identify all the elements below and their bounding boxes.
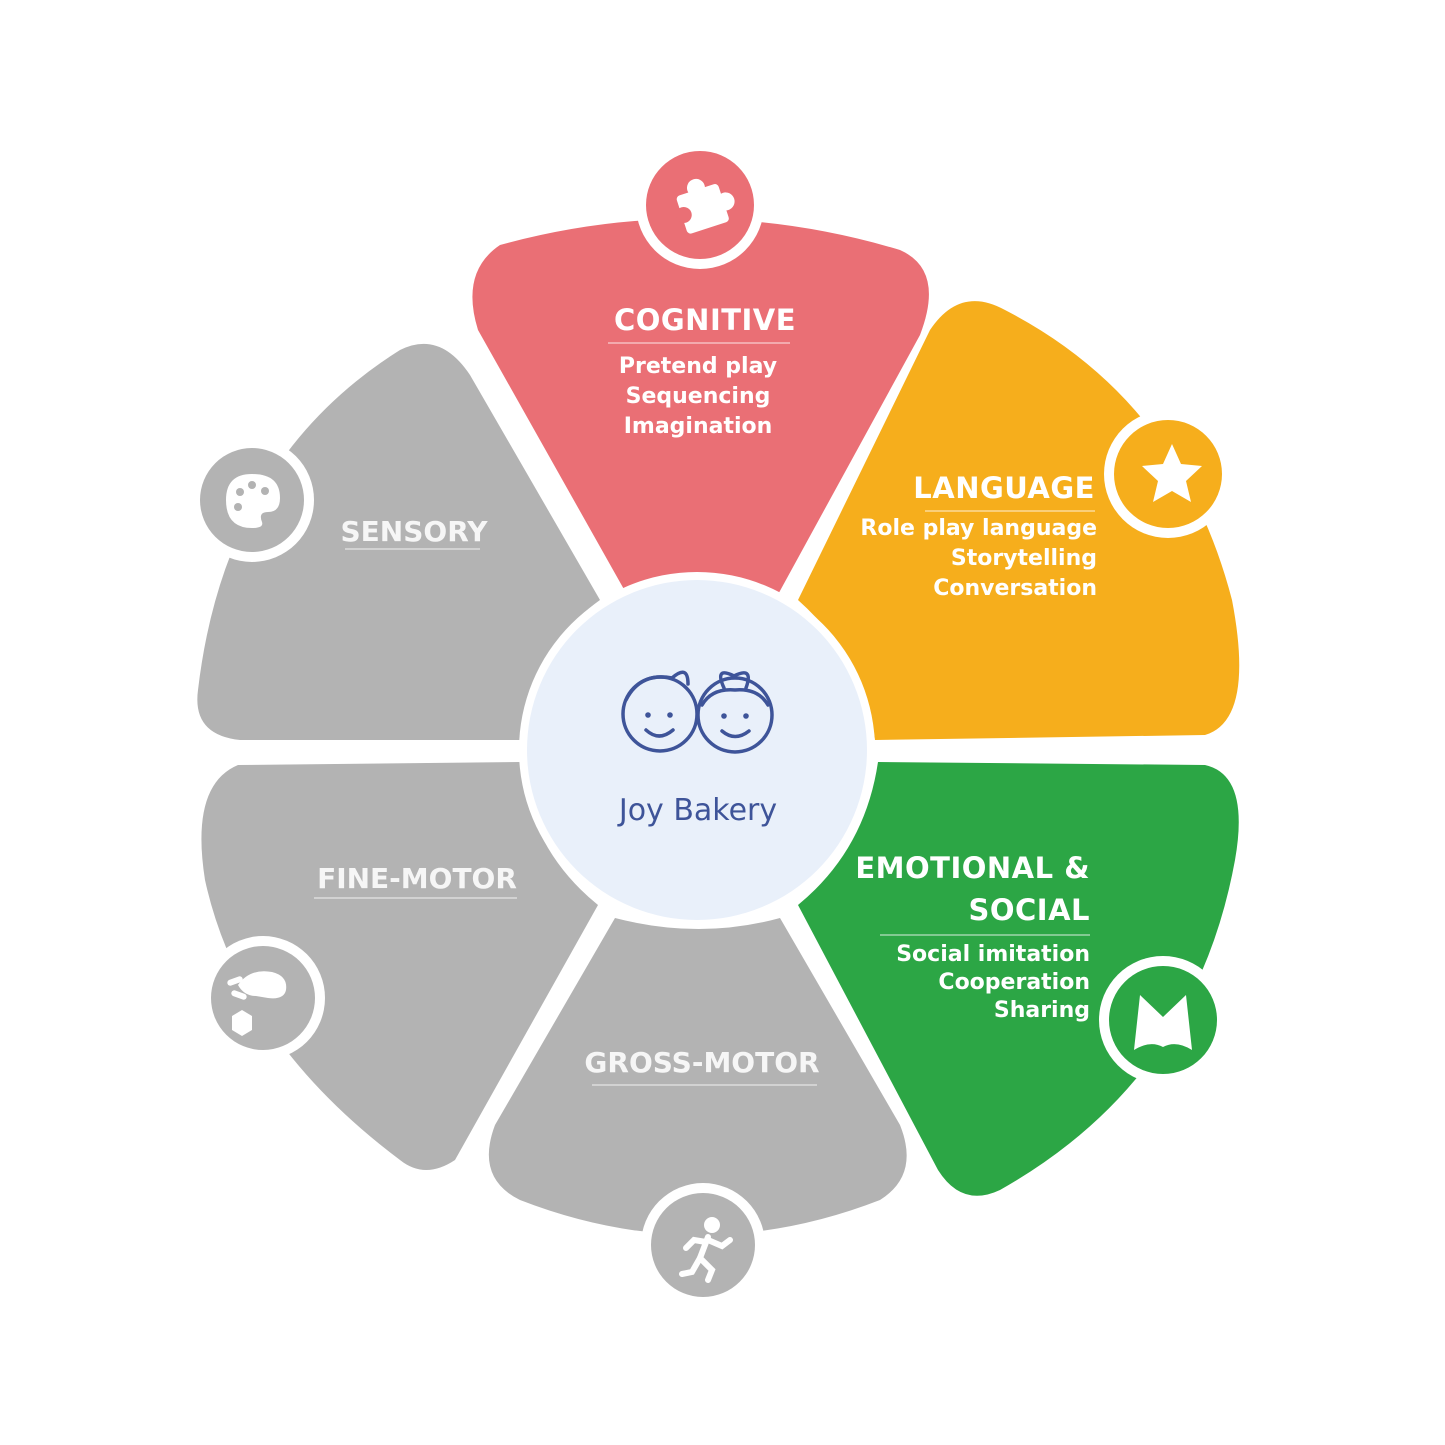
gross-motor-petal [488, 918, 907, 1235]
language-title: LANGUAGE [913, 471, 1095, 505]
cognitive-petal [472, 218, 929, 600]
emotional-social-item: Social imitation [896, 942, 1090, 967]
center-hub[interactable]: Joy Bakery [519, 572, 875, 928]
language-item: Storytelling [951, 546, 1097, 571]
fine-motor-title: FINE-MOTOR [317, 862, 517, 895]
segment-sensory[interactable]: SENSORY [190, 343, 601, 740]
emotional-social-item: Sharing [994, 998, 1090, 1023]
sensory-petal [197, 343, 601, 740]
segment-emotional-social[interactable]: EMOTIONAL & SOCIAL Social imitation Coop… [798, 762, 1239, 1196]
sensory-title: SENSORY [341, 515, 489, 548]
segment-gross-motor[interactable]: GROSS-MOTOR [488, 918, 907, 1307]
segment-cognitive[interactable]: COGNITIVE Pretend play Sequencing Imagin… [472, 141, 929, 600]
language-text: LANGUAGE Role play language Storytelling… [860, 471, 1097, 601]
emotional-social-petal [798, 762, 1239, 1196]
emotional-social-badge[interactable] [1099, 956, 1227, 1084]
hand-picking-block-icon [227, 971, 287, 1036]
fine-motor-petal [201, 762, 598, 1170]
two-kids-faces-icon [621, 670, 774, 754]
segment-language[interactable]: LANGUAGE Role play language Storytelling… [798, 301, 1240, 740]
cognitive-item: Sequencing [626, 384, 771, 409]
gross-motor-text: GROSS-MOTOR [584, 1046, 820, 1086]
sensory-text: SENSORY [341, 515, 489, 550]
language-item: Role play language [860, 516, 1097, 541]
cognitive-badge[interactable] [636, 141, 764, 269]
sensory-badge[interactable] [190, 438, 314, 562]
star-icon [1142, 444, 1202, 502]
gross-motor-badge[interactable] [641, 1183, 765, 1307]
segment-fine-motor[interactable]: FINE-MOTOR [201, 762, 598, 1170]
fine-motor-badge[interactable] [201, 936, 325, 1060]
emotional-social-title: SOCIAL [968, 893, 1090, 927]
language-item: Conversation [933, 576, 1097, 601]
gross-motor-title: GROSS-MOTOR [584, 1046, 819, 1079]
emotional-social-item: Cooperation [938, 970, 1090, 995]
emotional-social-title: EMOTIONAL & [855, 851, 1090, 885]
fine-motor-text: FINE-MOTOR [314, 862, 517, 899]
emotional-social-text: EMOTIONAL & SOCIAL Social imitation Coop… [855, 851, 1090, 1023]
cognitive-item: Pretend play [619, 354, 777, 379]
puzzle-piece-icon [675, 178, 735, 234]
cognitive-title: COGNITIVE [614, 303, 796, 337]
running-person-icon [679, 1217, 733, 1283]
language-badge[interactable] [1104, 410, 1232, 538]
language-petal [798, 301, 1240, 740]
center-circle [527, 580, 867, 920]
paint-palette-icon [226, 474, 280, 528]
brand-name: Joy Bakery [617, 793, 777, 828]
cognitive-text: COGNITIVE Pretend play Sequencing Imagin… [608, 303, 796, 439]
cognitive-item: Imagination [624, 414, 773, 439]
book-icon [1134, 995, 1192, 1050]
